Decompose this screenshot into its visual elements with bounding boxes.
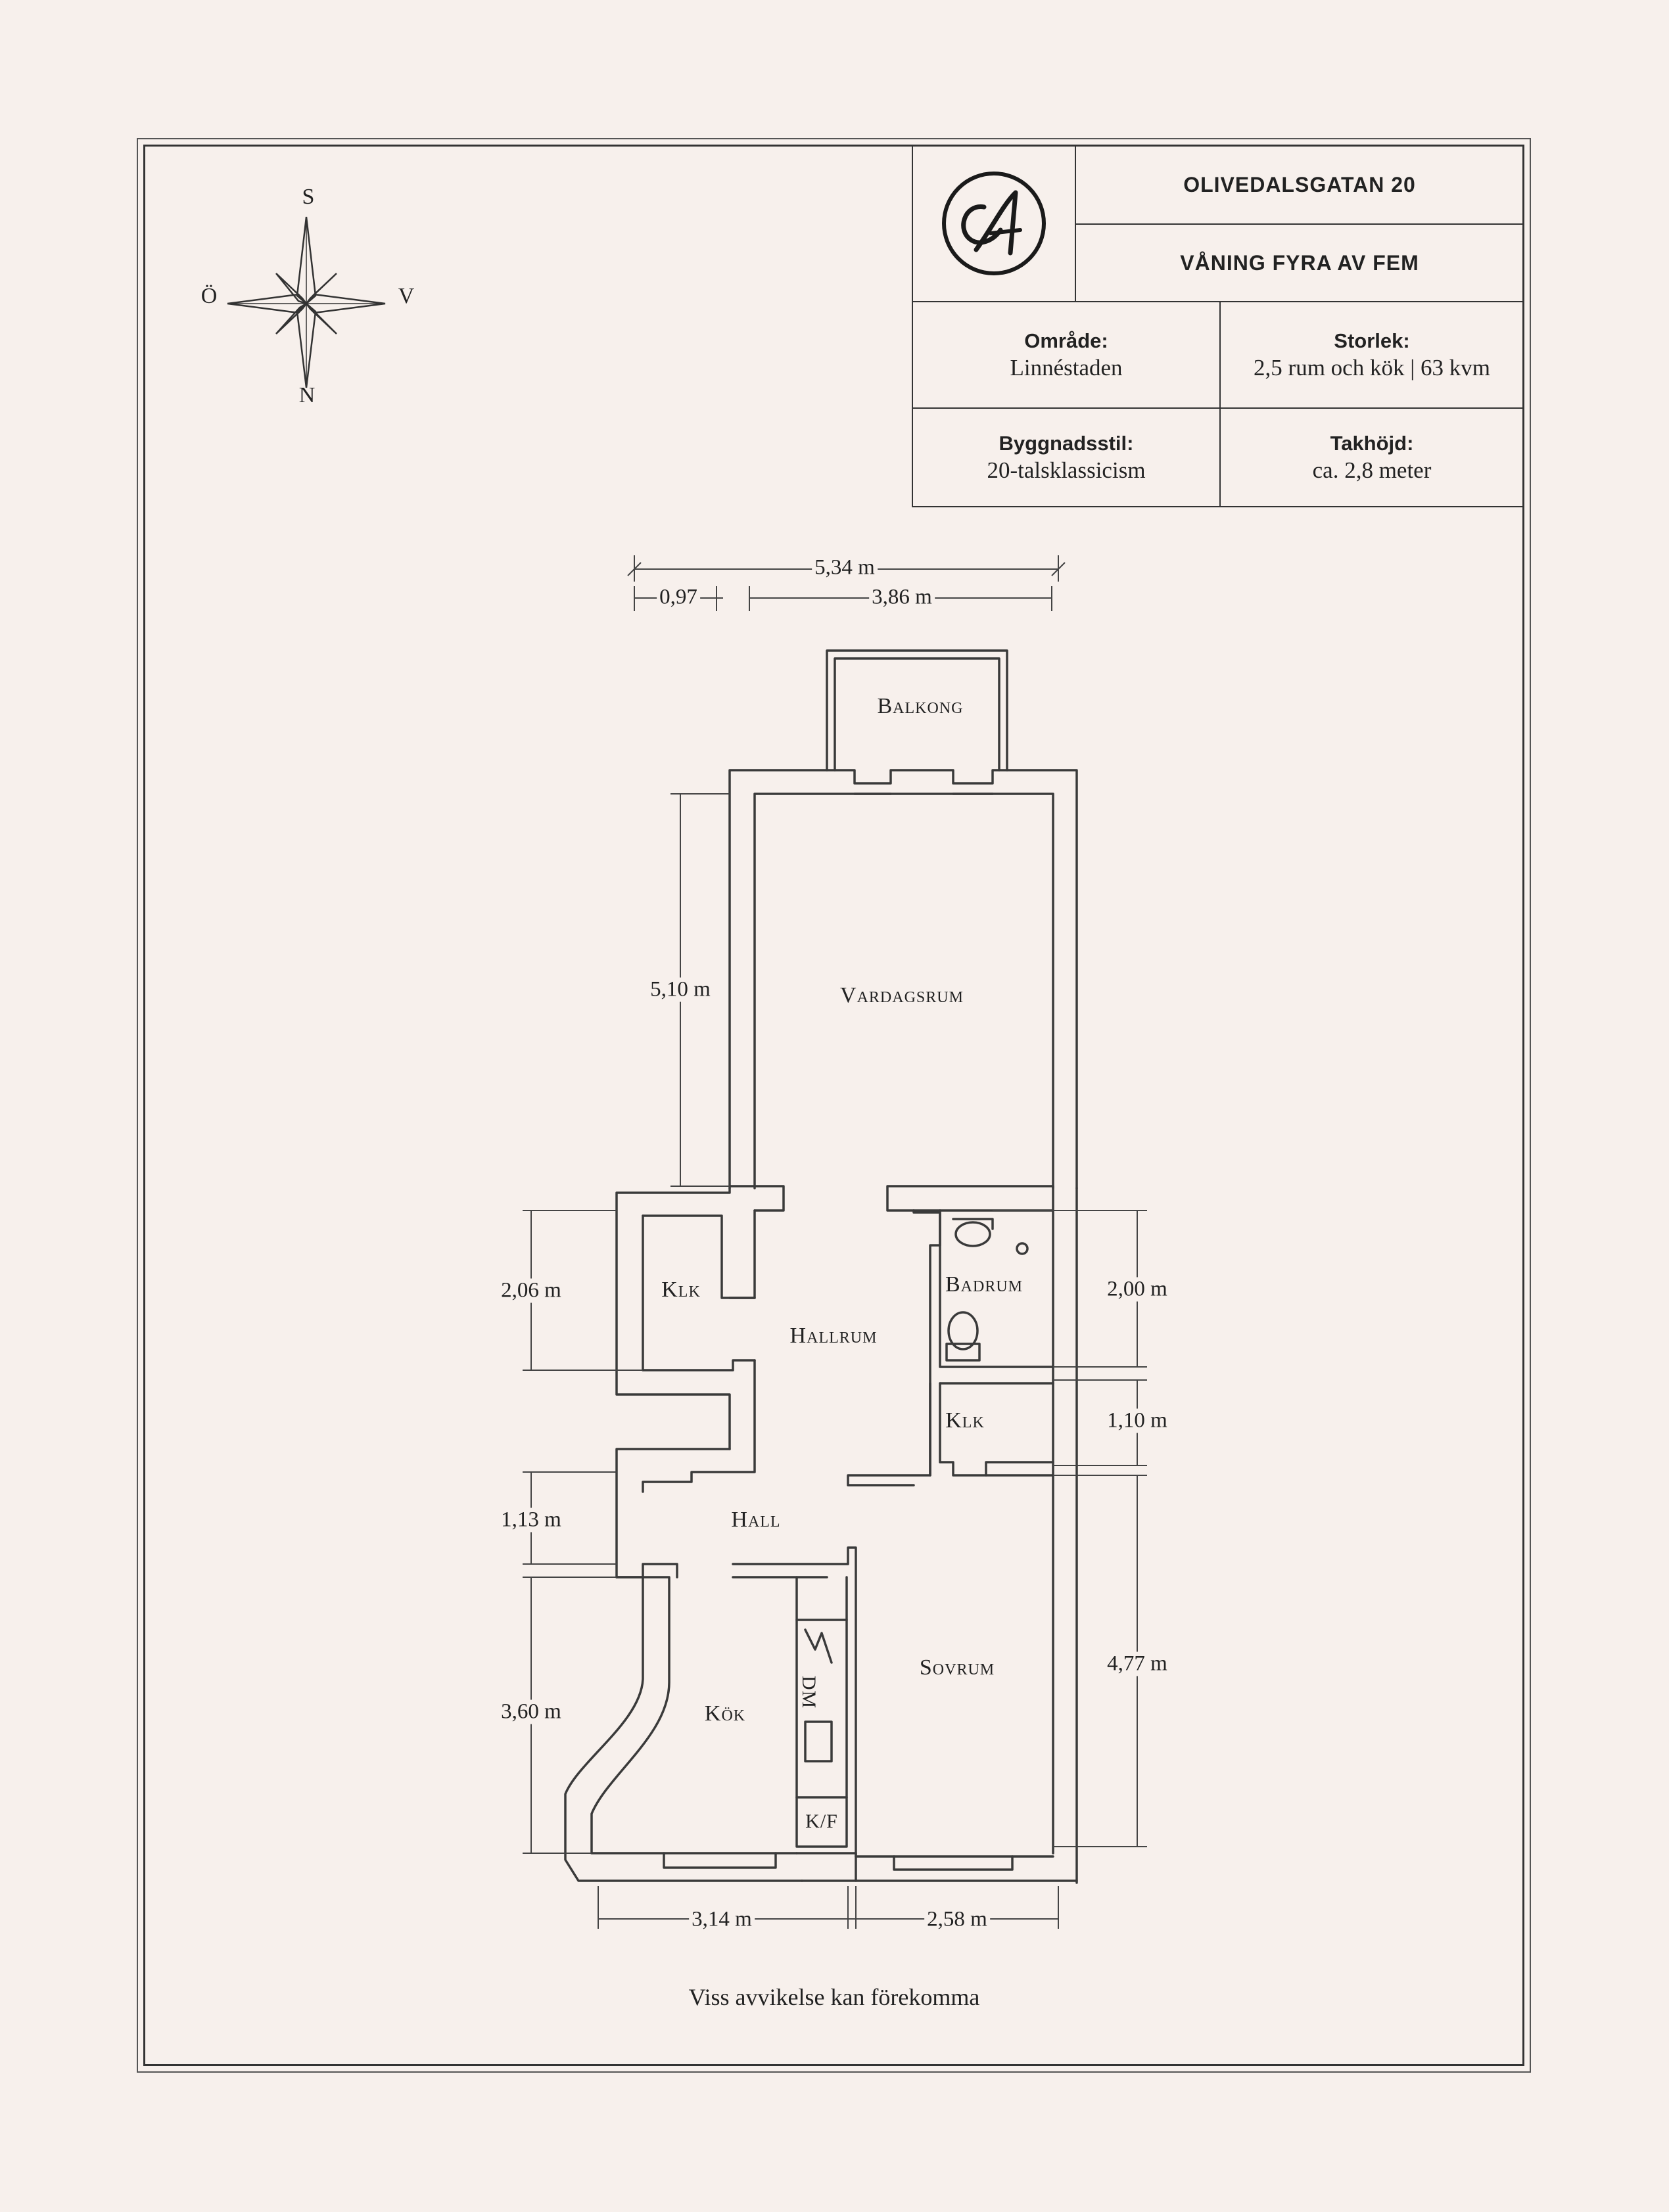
outer-frame [137,138,1531,2073]
disclaimer: Viss avvikelse kan förekomma [688,1984,980,2010]
dim-label-klk-h: 2,06 m [498,1278,564,1303]
room-klk-left: Klk [661,1278,701,1302]
bedroom-window [893,1855,1014,1871]
bath-left-wall [847,1209,941,1486]
bath-partition [939,1209,1054,1368]
living-bottom-right [886,1185,1054,1212]
style-cell: Byggnadsstil: 20-talsklassicism [912,407,1221,507]
floor-drain-icon [1016,1242,1029,1255]
compass-rose-icon [227,216,386,388]
size-value: 2,5 rum och kök | 63 kvm [1254,355,1490,380]
dim-label-width-a: 0,97 [657,585,700,610]
toilet-bowl-icon [947,1311,979,1350]
size-cell: Storlek: 2,5 rum och kök | 63 kvm [1219,301,1524,409]
dim-label-hall-h: 1,13 m [498,1508,564,1532]
kitchen-bottom-wall [795,1852,857,1882]
sink-icon [804,1720,833,1763]
room-vardagsrum: Vardagsrum [840,983,964,1007]
kitchen-counter [795,1576,848,1848]
dim-label-width-b: 3,86 m [869,585,935,610]
dim-label-sovrum-h: 4,77 m [1104,1651,1170,1676]
height-label: Takhöjd: [1330,432,1414,455]
living-outer-wall [728,769,1078,1189]
living-bottom-left [728,1185,785,1212]
height-value: ca. 2,8 meter [1312,457,1432,483]
hall-kitchen-right [732,1546,857,1858]
area-label: Område: [1024,329,1108,352]
floor-level: VÅNING FYRA AV FEM [1180,250,1419,275]
dim-label-vardagsrum-h: 5,10 m [647,977,713,1002]
kitchen-curve-inner [590,1576,798,1855]
room-badrum: Badrum [945,1272,1023,1297]
title-block: OLIVEDALSGATAN 20 VÅNING FYRA AV FEM Omr… [912,145,1524,507]
inner-frame [143,145,1524,2066]
kitchen-window [663,1852,777,1869]
left-closet-inner [642,1209,756,1299]
compass-west: V [398,284,415,308]
left-closet-bottom [642,1214,756,1371]
label-dm: DM [798,1675,820,1709]
dim-label-total-width: 5,34 m [812,555,878,580]
logo-monogram-icon [942,172,1046,275]
style-label: Byggnadsstil: [999,432,1134,455]
left-closet-outer [615,1187,731,1450]
dim-label-kok-w: 3,14 m [689,1907,755,1932]
living-inner-wall [753,793,1054,1189]
room-hall: Hall [731,1508,781,1532]
room-kok: Kök [704,1701,746,1726]
right-closet-bottom [939,1382,1054,1477]
washbasin-icon [954,1221,991,1247]
room-balkong: Balkong [877,694,964,718]
balcony-outline [826,649,1008,772]
address: OLIVEDALSGATAN 20 [1183,172,1416,196]
hall-left-inner [642,1359,756,1493]
compass-north: N [298,383,316,407]
toilet-tank-icon [945,1343,981,1362]
stove-icon [804,1628,833,1664]
area-value: Linnéstaden [1010,355,1123,380]
label-kf: K/F [805,1810,838,1832]
dim-label-kok-h: 3,60 m [498,1699,564,1724]
room-klk-right: Klk [945,1408,985,1433]
compass-east: Ö [200,284,218,308]
size-label: Storlek: [1334,329,1410,352]
height-cell: Takhöjd: ca. 2,8 meter [1219,407,1524,507]
room-hallrum: Hallrum [789,1324,878,1348]
hall-kitchen-left [615,1563,678,1578]
room-sovrum: Sovrum [919,1655,995,1680]
kitchen-curve-outer [564,1576,803,1882]
compass-south: S [302,185,315,209]
dim-label-badrum-h: 2,00 m [1104,1277,1170,1302]
dim-label-klk-right-h: 1,10 m [1104,1408,1170,1433]
hall-left-outer [615,1448,731,1578]
style-value: 20-talsklassicism [987,457,1146,483]
dim-label-sovrum-w: 2,58 m [924,1907,990,1932]
balcony-inner [834,657,1000,772]
